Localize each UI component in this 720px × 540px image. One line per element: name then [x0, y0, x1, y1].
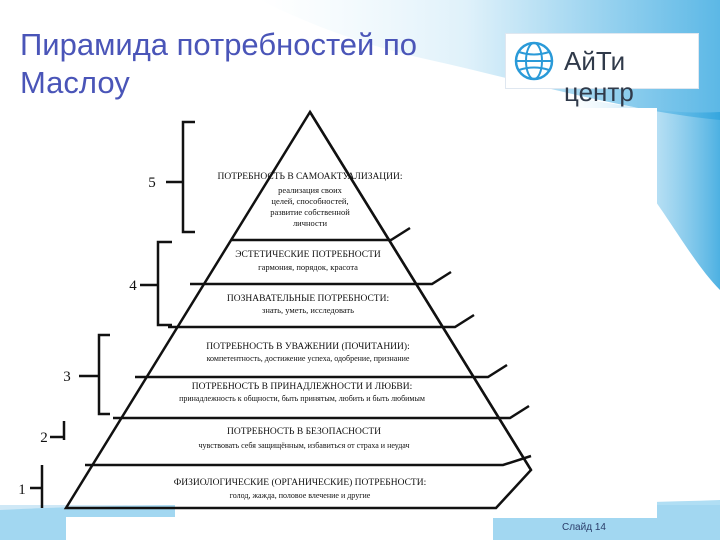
level-6-line: гармония, порядок, красота: [258, 262, 358, 272]
level-2-heading: ПОТРЕБНОСТЬ В БЕЗОПАСНОСТИ: [227, 427, 381, 437]
pyramid-right-face: [308, 111, 533, 471]
level-3-heading: ПОТРЕБНОСТЬ В ПРИНАДЛЕЖНОСТИ И ЛЮБВИ:: [192, 382, 413, 392]
group-number-4: 4: [129, 278, 137, 294]
level-7-line: целей, способностей,: [271, 196, 348, 206]
logo-text: АйТи центр: [564, 46, 634, 107]
footer-bar: [66, 517, 493, 540]
level-4-heading: ПОТРЕБНОСТЬ В УВАЖЕНИИ (ПОЧИТАНИИ):: [206, 341, 409, 352]
level-3-line: принадлежность к общности, быть принятым…: [179, 394, 425, 403]
company-logo: АйТи центр: [505, 33, 699, 107]
level-2-line: чувствовать себя защищённым, избавиться …: [198, 441, 409, 450]
band-dividers: [85, 226, 532, 467]
level-7-line: личности: [293, 218, 328, 228]
group-number-2: 2: [40, 430, 48, 446]
level-1-heading: ФИЗИОЛОГИЧЕСКИЕ (ОРГАНИЧЕСКИЕ) ПОТРЕБНОС…: [174, 477, 426, 488]
level-1-line: голод, жажда, половое влечение и другие: [230, 491, 371, 500]
level-6-heading: ЭСТЕТИЧЕСКИЕ ПОТРЕБНОСТИ: [235, 250, 381, 260]
level-7-line: реализация своих: [278, 185, 343, 195]
level-5-line: знать, уметь, исследовать: [262, 305, 354, 315]
group-number-3: 3: [63, 369, 71, 385]
globe-icon: [514, 41, 554, 81]
group-brackets: [30, 120, 195, 508]
level-4-line: компетентность, достижение успеха, одобр…: [207, 354, 410, 363]
level-5-heading: ПОЗНАВАТЕЛЬНЫЕ ПОТРЕБНОСТИ:: [227, 294, 389, 304]
group-number-5: 5: [148, 175, 156, 191]
group-number-1: 1: [18, 482, 26, 498]
slide-number: Слайд 14: [562, 522, 606, 533]
page-title: Пирамида потребностей по Маслоу: [20, 27, 417, 100]
level-7-line: развитие собственной: [270, 207, 350, 217]
level-7-heading: ПОТРЕБНОСТЬ В САМОАКТУАЛИЗАЦИИ:: [217, 172, 402, 182]
